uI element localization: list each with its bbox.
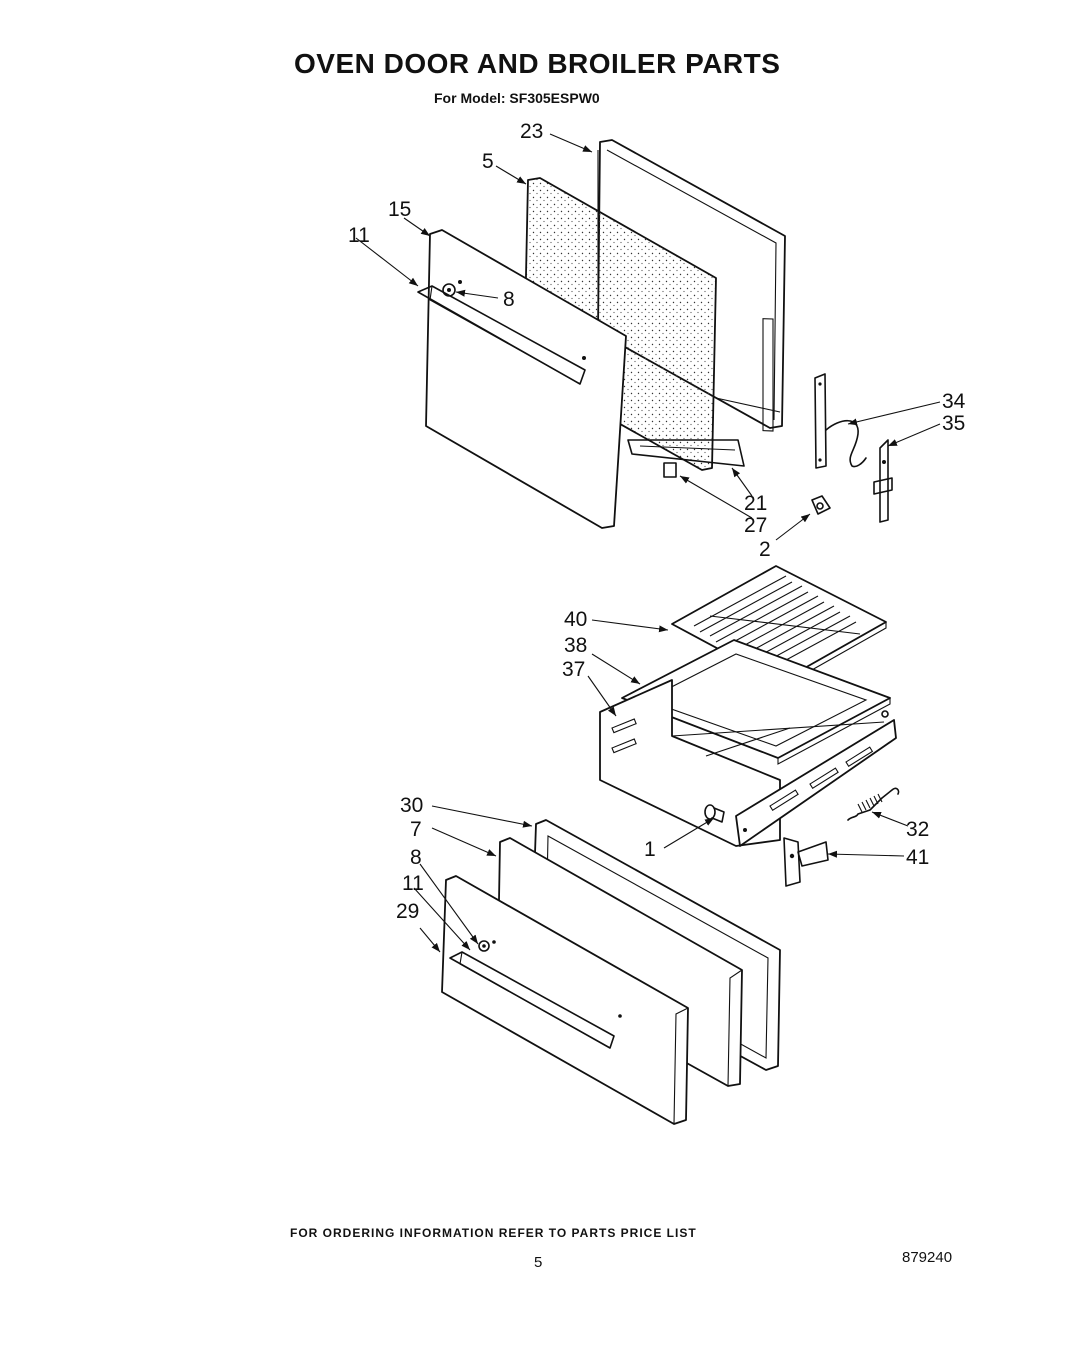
door-hinge-channel xyxy=(627,439,745,478)
ordering-note: FOR ORDERING INFORMATION REFER TO PARTS … xyxy=(290,1226,697,1240)
broiler-spring xyxy=(847,787,900,821)
broiler-door-outer-panel xyxy=(441,875,689,1125)
callout-labels: 23 5 15 11 8 34 35 21 27 2 40 38 37 30 7… xyxy=(348,120,966,923)
door-bumper xyxy=(811,495,831,515)
hinge-receiver xyxy=(873,439,893,523)
oven-door-outer-panel xyxy=(417,229,627,529)
broiler-slide-bracket xyxy=(783,837,829,887)
callout-27: 27 xyxy=(744,514,767,537)
model-line: For Model: SF305ESPW0 xyxy=(434,90,600,106)
callout-30: 30 xyxy=(400,794,423,817)
page-number: 5 xyxy=(534,1254,543,1271)
callout-5: 5 xyxy=(482,150,494,173)
callout-21: 21 xyxy=(744,492,767,515)
callout-15: 15 xyxy=(388,198,411,221)
callout-40: 40 xyxy=(564,608,587,631)
callout-7: 7 xyxy=(410,818,422,841)
broiler-drawer-body xyxy=(599,679,897,847)
page-title: OVEN DOOR AND BROILER PARTS xyxy=(294,48,781,79)
callout-35: 35 xyxy=(942,412,965,435)
callout-8-oven: 8 xyxy=(503,288,515,311)
callout-37: 37 xyxy=(562,658,585,681)
callout-32: 32 xyxy=(906,818,929,841)
broiler-pan-frame xyxy=(621,639,891,765)
document-number: 879240 xyxy=(902,1249,953,1266)
callout-38: 38 xyxy=(564,634,587,657)
callout-8-broiler: 8 xyxy=(410,846,422,869)
callout-11-oven: 11 xyxy=(348,224,370,247)
callout-34: 34 xyxy=(942,390,966,413)
callout-1: 1 xyxy=(644,838,656,861)
callout-29: 29 xyxy=(396,900,419,923)
callout-11-broiler: 11 xyxy=(402,872,424,895)
callout-23: 23 xyxy=(520,120,543,143)
leader-lines xyxy=(355,133,941,953)
callout-41: 41 xyxy=(906,846,929,869)
broiler-grid xyxy=(671,565,887,689)
callout-2: 2 xyxy=(759,538,771,561)
